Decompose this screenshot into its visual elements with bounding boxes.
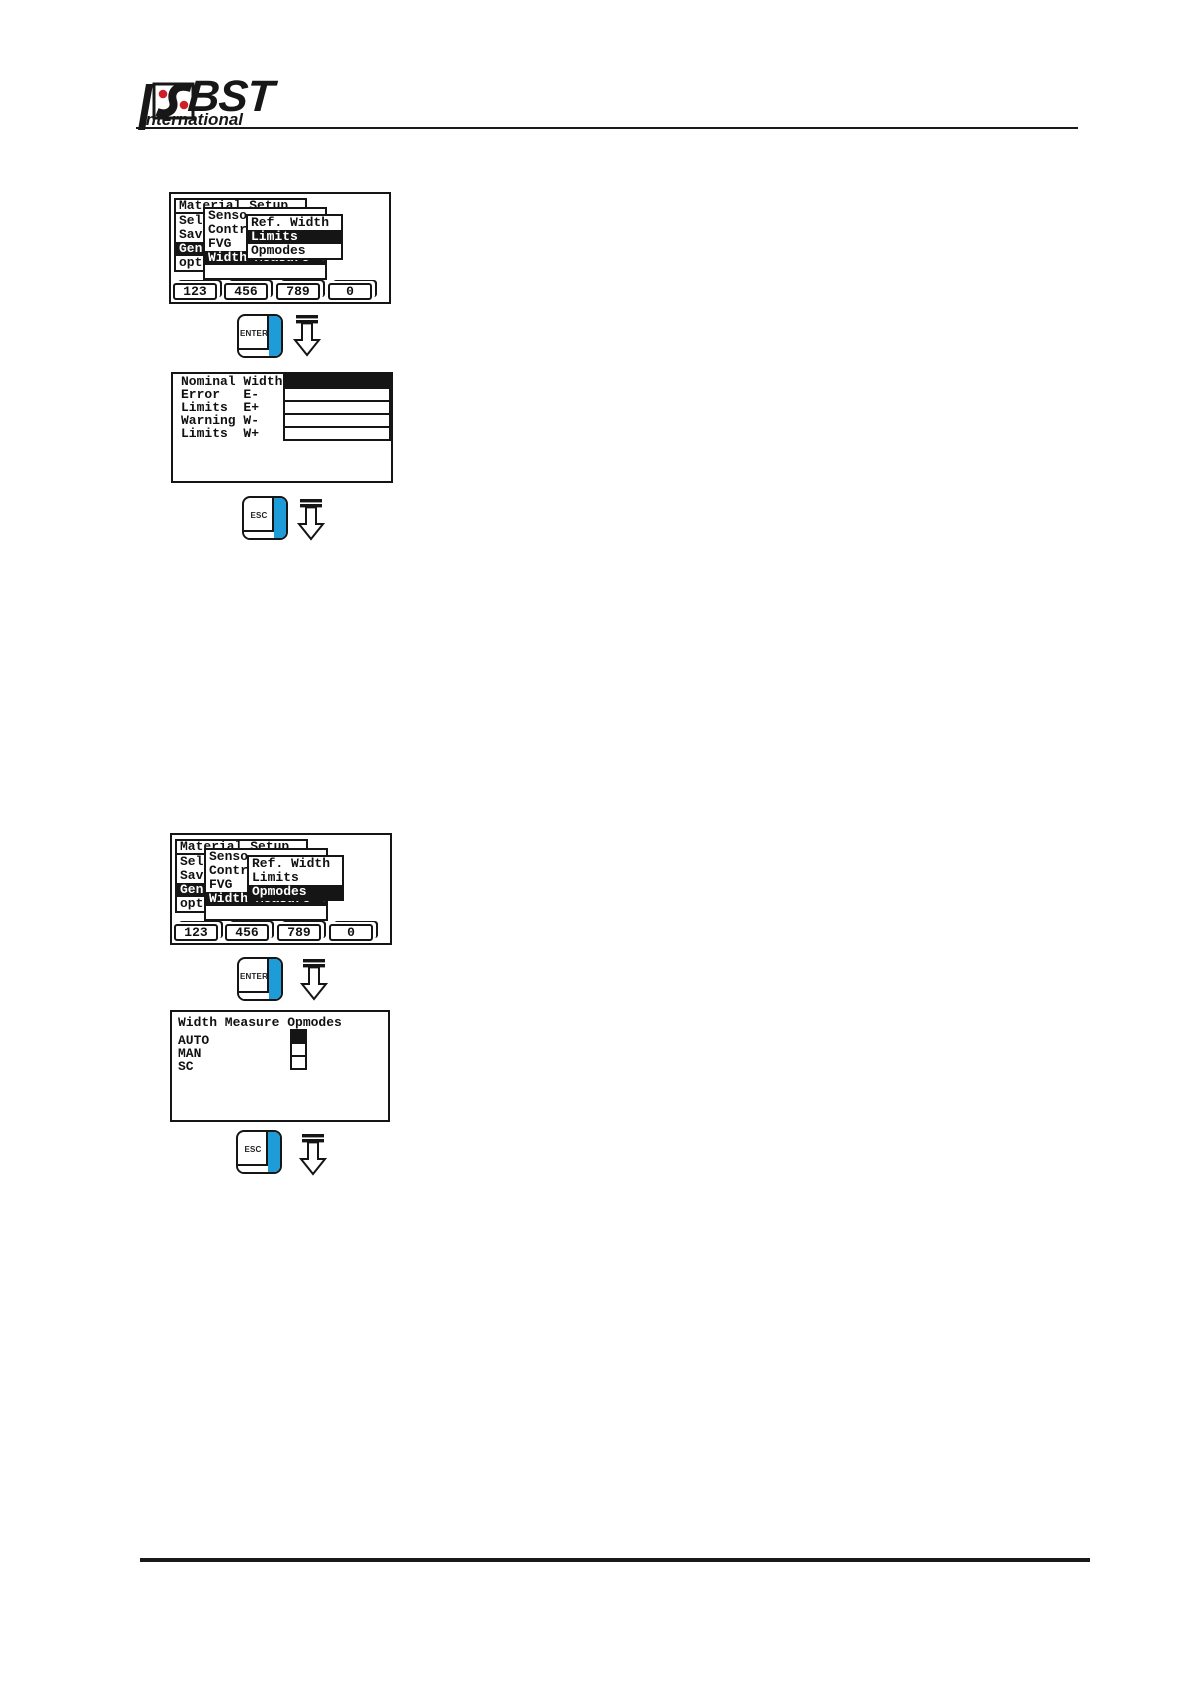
menu-item: Opmodes [251,244,306,258]
menu-item: FVG [208,237,232,251]
menu-item: Sel [180,855,204,869]
down-arrow-icon [292,315,322,357]
lcd-screen-menu-opmodes: Material Setup Sel Sav Gen opt Senso Con… [170,833,392,945]
down-arrow-icon [299,959,329,1001]
field-label: Warning W- [181,414,260,428]
menu-item: Senso [209,850,249,864]
keypad-button-789: 789 [276,283,320,300]
screen-title: Width Measure Opmodes [178,1016,342,1030]
menu-item: FVG [209,878,233,892]
bst-logo-icon [138,82,195,130]
menu-item: Limits [252,871,299,885]
opmode-option: SC [178,1060,194,1074]
menu-item-selected: Opmodes [249,885,342,899]
menu-item: Sav [179,228,203,242]
menu-item: Senso [208,209,248,223]
menu-item: opt [179,256,203,270]
lcd-screen-menu-limits: Material Setup Sel Sav Gen opt Senso Con… [169,192,391,304]
menu-item: Contr [209,864,249,878]
logo-subtitle-text: international [141,110,244,129]
keypad-button-456: 456 [225,924,269,941]
esc-key-label: ESC [250,510,268,520]
keypad-button-0: 0 [329,924,373,941]
menu-item: Contr [208,223,248,237]
value-field-warning-w-plus [283,426,391,441]
keycap-blue-side [267,959,281,999]
keypad-button-0: 0 [328,283,372,300]
footer-rule [140,1558,1090,1562]
enter-key-icon: ENTER [237,957,283,1001]
keypad-button-456: 456 [224,283,268,300]
field-label: Error E- [181,388,260,402]
down-arrow-icon [298,1134,328,1176]
keycap-blue-side [272,498,286,538]
enter-key-label: ENTER [239,328,269,338]
opmode-option: MAN [178,1047,202,1061]
esc-key-icon: ESC [242,496,288,540]
opmode-selector-sc [290,1055,307,1070]
keypad-button-123: 123 [173,283,217,300]
menu-item-selected: Limits [248,230,341,244]
enter-key-icon: ENTER [237,314,283,358]
menu-item: Ref. Width [251,216,330,230]
field-label: Nominal Width [181,375,283,389]
lcd-screen-opmodes: Width Measure Opmodes AUTO MAN SC [170,1010,390,1122]
menu-item: Sel [179,214,203,228]
keycap-blue-side [267,316,281,356]
enter-key-label: ENTER [239,971,269,981]
down-arrow-icon [296,499,326,541]
lcd-screen-limits-entry: Nominal Width Error E- Limits E+ Warning… [171,372,393,483]
opmode-option: AUTO [178,1034,210,1048]
esc-key-label: ESC [244,1144,262,1154]
field-label: Limits E+ [181,401,260,415]
menu-item: Ref. Width [252,857,331,871]
keypad-button-123: 123 [174,924,218,941]
header-rule [136,127,1078,129]
keypad-button-789: 789 [277,924,321,941]
keycap-blue-side [266,1132,280,1172]
esc-key-icon: ESC [236,1130,282,1174]
field-label: Limits W+ [181,427,260,441]
menu-item: opt [180,897,204,911]
window-popup: Ref. Width Limits Opmodes [246,214,343,260]
menu-item: Sav [180,869,204,883]
window-popup: Ref. Width Limits Opmodes [247,855,344,901]
